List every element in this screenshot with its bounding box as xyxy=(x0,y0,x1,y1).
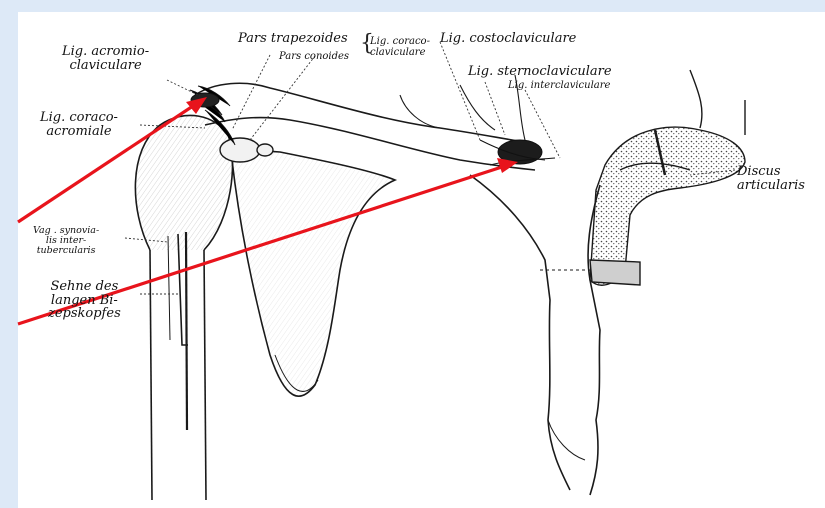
label-pars-trapezoides: Pars trapezoides xyxy=(238,32,348,46)
label-lig-coracoclaviculare: Lig. coraco- claviculare xyxy=(370,37,430,58)
label-sehne-bizepskopfes: Sehne des langen Bi- zepskopfes xyxy=(48,280,121,321)
humerus xyxy=(135,115,232,500)
label-lig-interclaviculare: Lig. interclaviculare xyxy=(508,81,610,92)
label-line: Discus xyxy=(737,165,805,179)
label-lig-acromioclaviculare: Lig. acromio- claviculare xyxy=(62,45,149,72)
label-lig-coracoacromiale: Lig. coraco- acromiale xyxy=(40,111,118,138)
label-line: Lig. coraco- xyxy=(40,111,118,125)
label-line: claviculare xyxy=(62,59,149,73)
label-line: Sehne des xyxy=(48,280,121,294)
label-line: articularis xyxy=(737,179,805,193)
sc-ligament-fibres xyxy=(480,140,555,165)
label-line: zepskopfes xyxy=(48,307,121,321)
label-line: claviculare xyxy=(370,48,430,59)
label-line: Lig. coraco- xyxy=(370,37,430,48)
label-line: tubercularis xyxy=(33,246,99,256)
label-pars-conoides: Pars conoides xyxy=(279,52,349,63)
scapula xyxy=(232,151,395,396)
label-line: acromiale xyxy=(40,125,118,139)
label-vag-synovialis: Vag . synovia- lis inter- tubercularis xyxy=(33,226,99,256)
label-line: Lig. acromio- xyxy=(62,45,149,59)
label-lig-costoclaviculare: Lig. costoclaviculare xyxy=(440,32,576,46)
label-discus-articularis: Discus articularis xyxy=(737,165,805,192)
label-line: langen Bi- xyxy=(48,294,121,308)
sternoclavicular-joint-section xyxy=(590,70,745,285)
label-lig-sternoclaviculare: Lig. sternoclaviculare xyxy=(468,65,612,79)
